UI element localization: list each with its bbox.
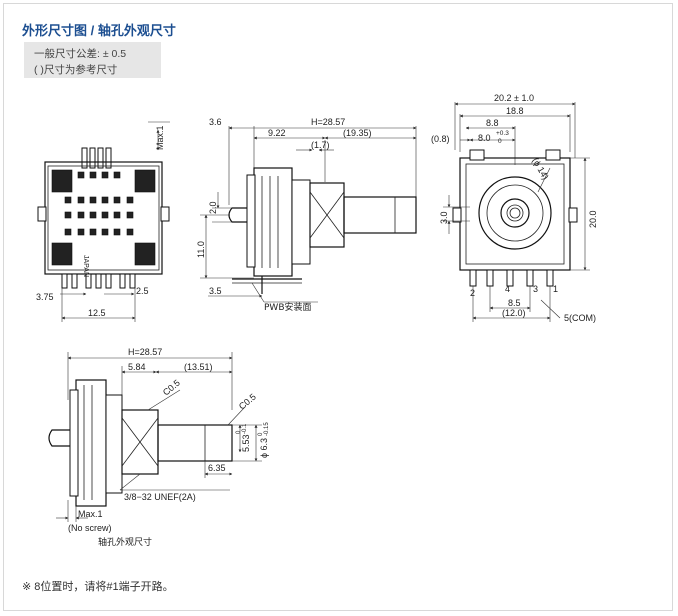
right-pins: [469, 269, 554, 287]
shaft-dim-5-53-tol-lower: -0.1: [242, 423, 248, 434]
right-pin-2: 2: [470, 288, 475, 298]
right-dim-20-0: 20.0: [588, 210, 598, 228]
side-pin: [228, 207, 247, 223]
page-title: 外形尺寸图 / 轴孔外观尺寸: [22, 23, 176, 38]
right-dim-12-0: (12.0): [502, 308, 526, 318]
side-dim-19-35: (19.35): [343, 128, 372, 138]
right-dim-8-0: 8.0: [478, 133, 491, 143]
right-dim-20-2: 20.2 ± 1.0: [494, 93, 534, 103]
shaft-dim-6-35: 6.35: [208, 463, 226, 473]
right-pin-3: 3: [533, 284, 538, 294]
side-dim-3-5: 3.5: [209, 286, 222, 296]
shaft-max1-label: Max.1: [78, 509, 103, 519]
shaft-shaft: [157, 424, 233, 462]
shaft-dim-phi6-3: ϕ 6.3: [259, 438, 269, 458]
front-corner-block: [51, 242, 73, 266]
front-dim-3-75: 3.75: [36, 292, 54, 302]
shaft-dim-5-53: 5.53: [241, 434, 251, 452]
front-inner-pads: [64, 171, 134, 236]
front-side-tab: [160, 206, 170, 222]
footnote: ※ 8位置时，请将#1端子开路。: [22, 581, 174, 593]
right-body: [459, 157, 571, 271]
shaft-dim-5-84: 5.84: [128, 362, 146, 372]
tolerance-general: 一般尺寸公差: ± 0.5: [34, 48, 127, 60]
front-corner-block: [134, 242, 156, 266]
side-body: [253, 167, 293, 277]
side-dim-9-22: 9.22: [268, 128, 286, 138]
shaft-chamfer-c05-a: C0.5: [161, 378, 182, 398]
shaft-dim-13-51: (13.51): [184, 362, 213, 372]
front-side-tab: [37, 206, 47, 222]
tolerance-reference: ( )尺寸为参考尺寸: [34, 64, 118, 76]
right-dim-8-0-tol-upper: +0.3: [496, 130, 509, 137]
front-bottom-pins: [61, 273, 136, 289]
right-dim-3-0: 3.0: [439, 211, 449, 224]
front-corner-block: [51, 169, 73, 193]
shaft-dim-phi6-3-tol-upper: 0: [258, 432, 264, 436]
shaft-view: H=28.57 5.84 (13.51) C0.5 C0.5 5.53 0 -0…: [48, 347, 270, 548]
front-view: Max.1 3.75 2.5 12.5: [36, 121, 170, 322]
front-japan-mark: JAPAN: [82, 255, 89, 277]
side-dim-1-7: (1.7): [311, 140, 330, 150]
shaft-noscrew-label: (No screw): [68, 523, 112, 533]
right-com-label: 5(COM): [564, 313, 596, 323]
shaft-thread-label: 3/8−32 UNEF(2A): [124, 492, 196, 502]
right-rotor-circle: [478, 176, 552, 250]
shaft-body: [75, 379, 107, 507]
shaft-pin: [48, 429, 70, 447]
side-dim-11-0: 11.0: [196, 241, 206, 258]
right-dim-8-0-tol-lower: 0: [498, 138, 502, 145]
side-view: H=28.57 3.6 9.22 (19.35) (1.7) 2.0 1: [196, 117, 417, 313]
front-top-contacts: [70, 147, 138, 169]
shaft-dim-h: H=28.57: [128, 347, 162, 357]
side-pwb-label: PWB安装面: [264, 301, 312, 313]
page-frame: [3, 3, 673, 611]
right-view: 20.2 ± 1.0 18.8 8.8 (0.8) 8.0 +0.3 0 (ϕ …: [431, 93, 598, 323]
side-dim-3-6: 3.6: [209, 117, 222, 127]
side-shaft: [343, 196, 417, 234]
right-dim-8-5: 8.5: [508, 298, 521, 308]
right-pin-1: 1: [553, 284, 558, 294]
right-dim-0-8: (0.8): [431, 134, 450, 144]
shaft-dim-5-53-tol-upper: 0: [236, 430, 242, 434]
shaft-dim-phi6-3-tol-lower: -0.15: [264, 422, 270, 436]
tolerance-box: 一般尺寸公差: ± 0.5 ( )尺寸为参考尺寸: [24, 42, 161, 78]
right-dim-18-8: 18.8: [506, 106, 524, 116]
shaft-chamfer-c05-b: C0.5: [237, 392, 258, 412]
front-max1-label: Max.1: [155, 125, 165, 150]
front-corner-block: [134, 169, 156, 193]
side-dim-h: H=28.57: [311, 117, 345, 127]
side-dim-2-0: 2.0: [208, 201, 218, 214]
shaft-caption: 轴孔外观尺寸: [98, 536, 152, 548]
front-dim-2-5: 2.5: [136, 286, 149, 296]
right-dim-8-8: 8.8: [486, 118, 499, 128]
right-pin-4: 4: [505, 284, 510, 294]
front-dim-12-5: 12.5: [88, 308, 106, 318]
